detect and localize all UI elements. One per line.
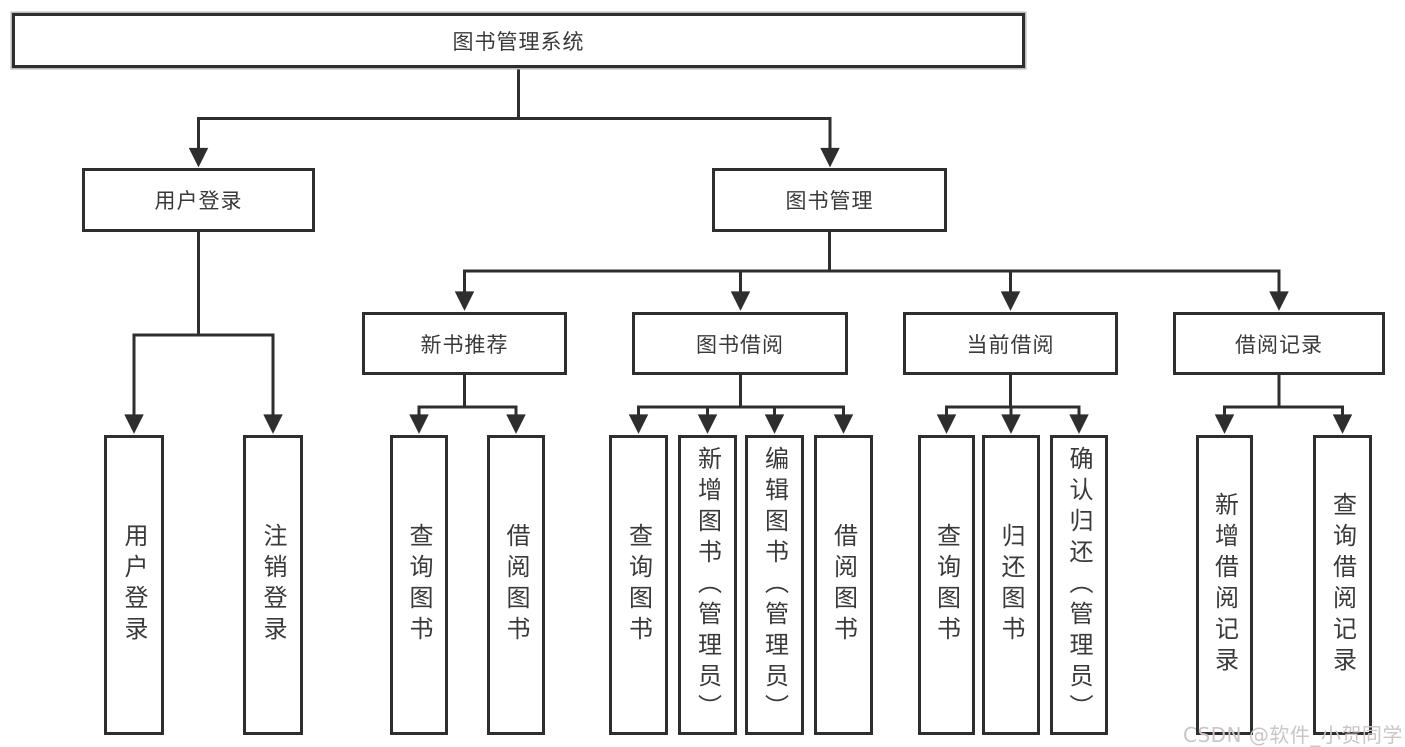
leaf-confirm-return-admin: 确认归还（管理员） bbox=[1050, 435, 1108, 735]
node-user-login-label: 用户登录 bbox=[154, 189, 243, 213]
node-book-mgmt-label: 图书管理 bbox=[785, 189, 874, 213]
node-new-book-rec-label: 新书推荐 bbox=[420, 332, 509, 357]
leaf-rec-borrow-book: 借阅图书 bbox=[487, 435, 545, 735]
connector-user-login-split bbox=[132, 230, 275, 337]
node-borrow-record-label: 借阅记录 bbox=[1235, 332, 1323, 357]
leaf-borrow-query-book: 查询图书 bbox=[609, 435, 668, 735]
connector-new-book-rec-split bbox=[417, 373, 518, 409]
leaf-logout-label: 注销登录 bbox=[259, 523, 287, 647]
leaf-add-book-admin: 新增图书（管理员） bbox=[678, 435, 737, 735]
leaf-current-query-book: 查询图书 bbox=[918, 435, 975, 735]
connector-borrow-record-split bbox=[1223, 373, 1344, 409]
leaf-borrow-query-book-label: 查询图书 bbox=[624, 523, 653, 647]
connector-book-mgmt-split bbox=[463, 230, 1281, 273]
node-current-borrow-label: 当前借阅 bbox=[966, 332, 1055, 357]
leaf-confirm-return-admin-label: 确认归还（管理员） bbox=[1065, 445, 1093, 725]
leaf-rec-query-book: 查询图书 bbox=[390, 435, 448, 735]
leaf-current-query-book-label: 查询图书 bbox=[932, 523, 961, 647]
node-current-borrow: 当前借阅 bbox=[903, 312, 1118, 375]
connector-current-borrow-split bbox=[945, 373, 1081, 409]
csdn-watermark: CSDN @软件_小贺同学 bbox=[1183, 723, 1403, 747]
node-borrow-record: 借阅记录 bbox=[1173, 312, 1385, 375]
node-book-borrow-label: 图书借阅 bbox=[696, 332, 784, 357]
leaf-user-login-label: 用户登录 bbox=[120, 523, 148, 647]
connector-root-trunk bbox=[197, 66, 832, 120]
leaf-user-login: 用户登录 bbox=[104, 435, 164, 735]
leaf-add-borrow-record-label: 新增借阅记录 bbox=[1210, 492, 1239, 678]
leaf-rec-borrow-book-label: 借阅图书 bbox=[502, 523, 530, 647]
node-book-borrow: 图书借阅 bbox=[632, 312, 848, 375]
leaf-query-borrow-record: 查询借阅记录 bbox=[1313, 435, 1372, 735]
node-book-mgmt: 图书管理 bbox=[712, 168, 947, 232]
leaf-return-book-label: 归还图书 bbox=[997, 523, 1025, 647]
leaf-edit-book-admin: 编辑图书（管理员） bbox=[745, 435, 804, 735]
node-root-system: 图书管理系统 bbox=[12, 13, 1025, 68]
leaf-add-borrow-record: 新增借阅记录 bbox=[1196, 435, 1253, 735]
leaf-borrow-book-label: 借阅图书 bbox=[829, 523, 858, 647]
node-root-label: 图书管理系统 bbox=[452, 29, 585, 54]
leaf-rec-query-book-label: 查询图书 bbox=[405, 523, 433, 647]
leaf-logout: 注销登录 bbox=[243, 435, 303, 735]
leaf-edit-book-admin-label: 编辑图书（管理员） bbox=[760, 445, 789, 725]
node-user-login: 用户登录 bbox=[82, 168, 315, 232]
leaf-borrow-book: 借阅图书 bbox=[814, 435, 873, 735]
connector-book-borrow-split bbox=[637, 373, 845, 409]
node-new-book-rec: 新书推荐 bbox=[362, 312, 567, 375]
leaf-add-book-admin-label: 新增图书（管理员） bbox=[693, 445, 722, 725]
leaf-query-borrow-record-label: 查询借阅记录 bbox=[1328, 492, 1357, 678]
leaf-return-book: 归还图书 bbox=[982, 435, 1040, 735]
